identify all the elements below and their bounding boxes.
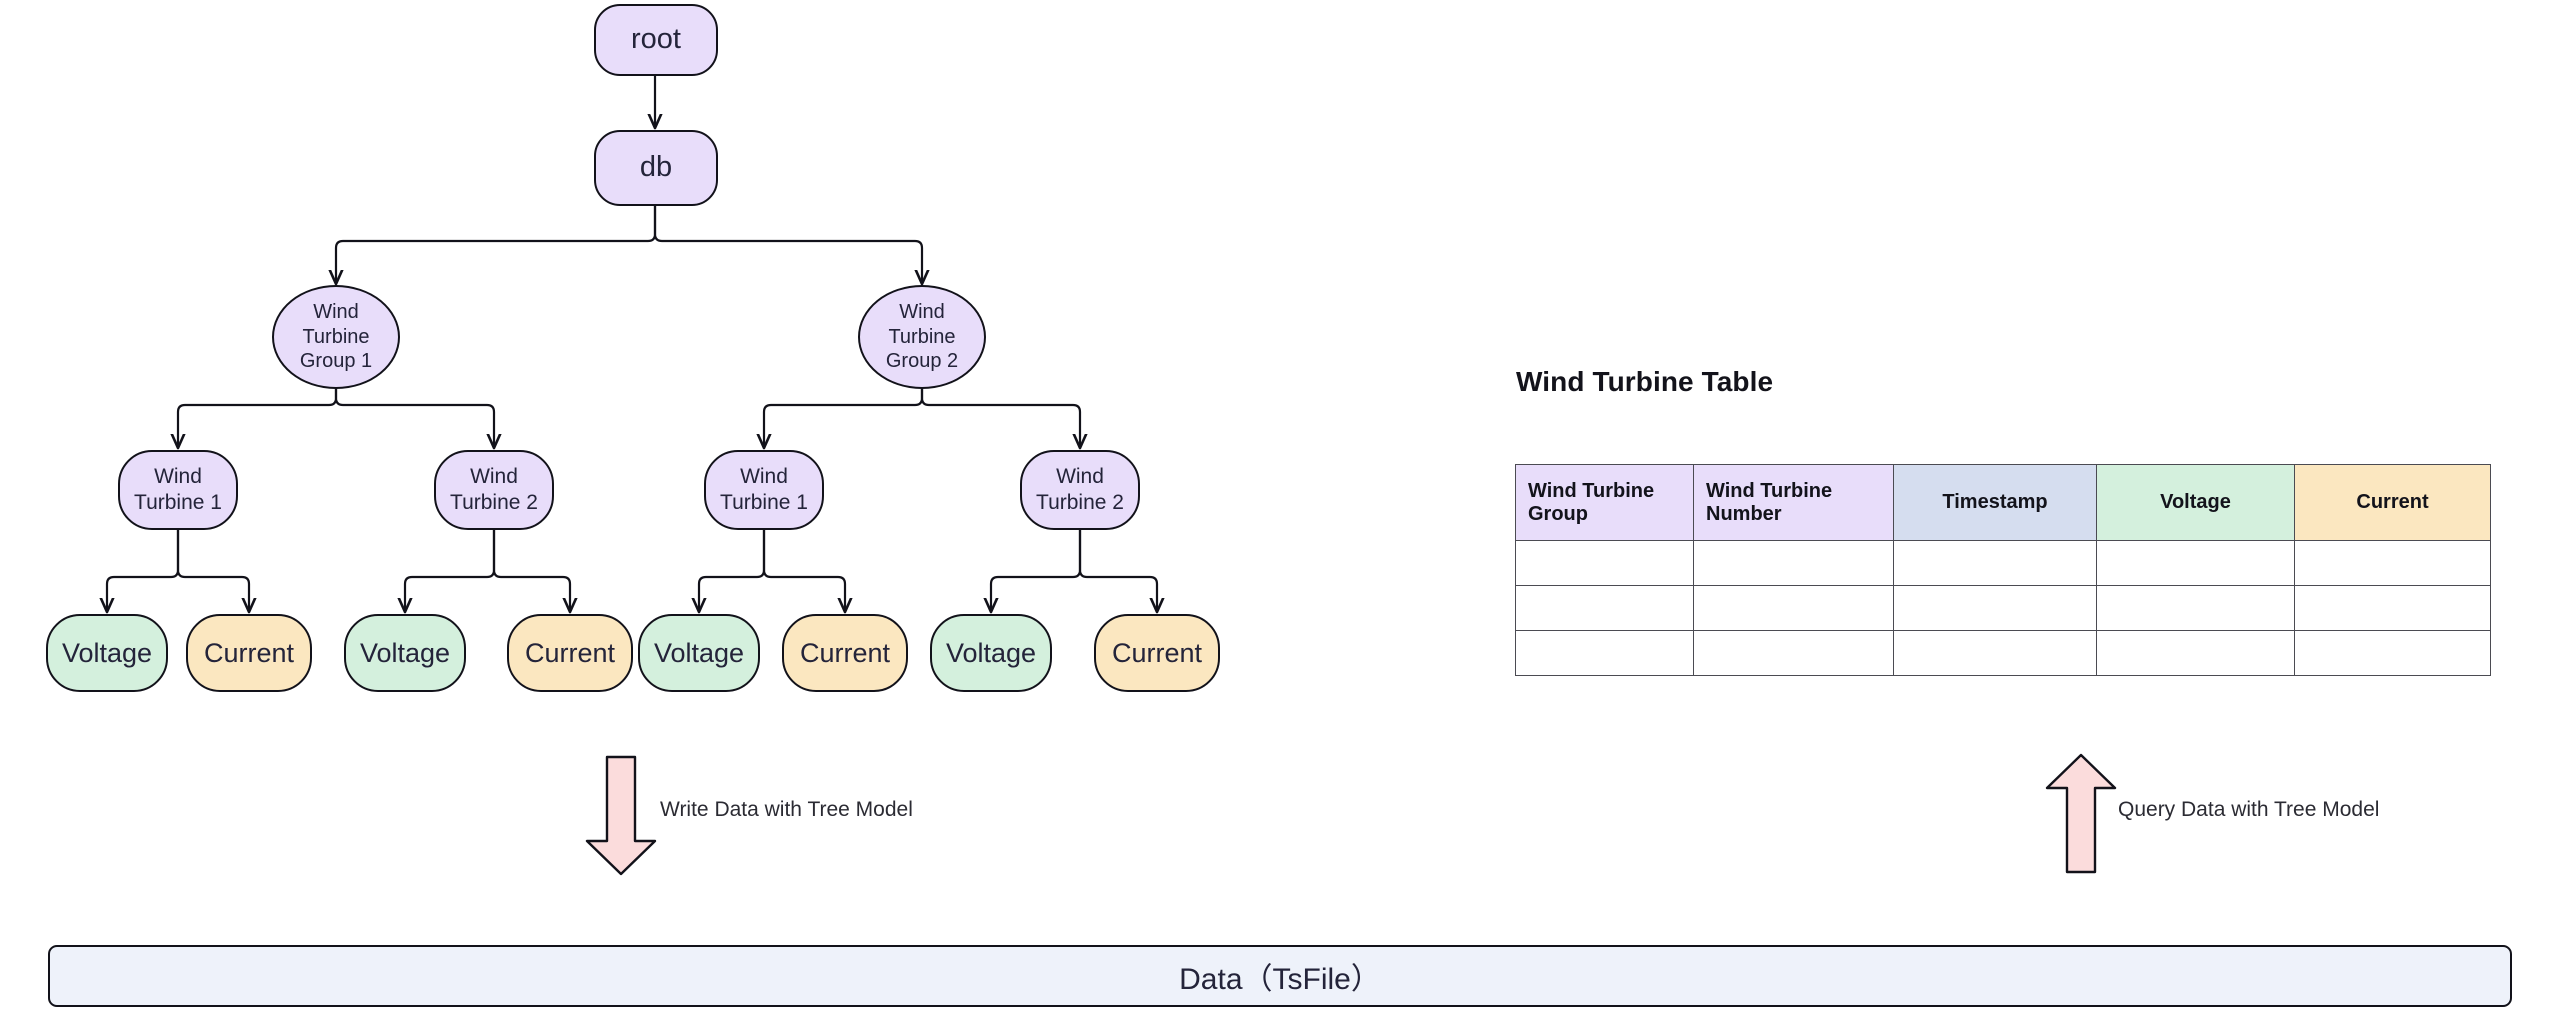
write-data-caption: Write Data with Tree Model [660,798,913,821]
table-cell[interactable] [1515,540,1694,586]
tree-node-current-3[interactable]: Current [782,614,908,692]
query-data-caption: Query Data with Tree Model [2118,798,2380,821]
table-header-row: Wind Turbine Group Wind Turbine Number T… [1515,464,2491,541]
table-cell[interactable] [2294,630,2491,676]
table-cell[interactable] [1693,540,1894,586]
table-header-wind-turbine-number[interactable]: Wind Turbine Number [1693,464,1894,541]
tree-node-voltage-3[interactable]: Voltage [638,614,760,692]
table-cell[interactable] [1893,630,2097,676]
tree-node-turbine-g2-1[interactable]: Wind Turbine 1 [704,450,824,530]
table-row[interactable] [1515,630,2491,676]
tree-node-voltage-1[interactable]: Voltage [46,614,168,692]
table-header-wind-turbine-group[interactable]: Wind Turbine Group [1515,464,1694,541]
tree-node-current-1[interactable]: Current [186,614,312,692]
table-cell[interactable] [1893,585,2097,631]
data-tsfile-bar[interactable]: Data（TsFile） [48,945,2512,1007]
table-cell[interactable] [2096,585,2295,631]
tree-node-db[interactable]: db [594,130,718,206]
table-title: Wind Turbine Table [1516,366,1774,397]
table-header-current[interactable]: Current [2294,464,2491,541]
tree-node-current-4[interactable]: Current [1094,614,1220,692]
table-cell[interactable] [1515,630,1694,676]
table-cell[interactable] [1693,585,1894,631]
wind-turbine-table: Wind Turbine Group Wind Turbine Number T… [1515,464,2491,676]
tree-node-wind-turbine-group-2[interactable]: Wind Turbine Group 2 [858,285,986,389]
table-cell[interactable] [2294,585,2491,631]
table-row[interactable] [1515,540,2491,586]
tree-node-turbine-g1-2[interactable]: Wind Turbine 2 [434,450,554,530]
tree-node-wind-turbine-group-1[interactable]: Wind Turbine Group 1 [272,285,400,389]
query-data-arrow-up-icon [2045,753,2117,874]
tree-node-current-2[interactable]: Current [507,614,633,692]
table-header-timestamp[interactable]: Timestamp [1893,464,2097,541]
table-cell[interactable] [1693,630,1894,676]
table-header-voltage[interactable]: Voltage [2096,464,2295,541]
tree-node-turbine-g1-1[interactable]: Wind Turbine 1 [118,450,238,530]
table-cell[interactable] [2294,540,2491,586]
table-row[interactable] [1515,585,2491,631]
table-cell[interactable] [2096,540,2295,586]
tree-node-turbine-g2-2[interactable]: Wind Turbine 2 [1020,450,1140,530]
tree-node-root[interactable]: root [594,4,718,76]
write-data-arrow-down-icon [585,755,657,876]
tree-node-voltage-2[interactable]: Voltage [344,614,466,692]
table-cell[interactable] [1515,585,1694,631]
table-cell[interactable] [1893,540,2097,586]
table-cell[interactable] [2096,630,2295,676]
tree-node-voltage-4[interactable]: Voltage [930,614,1052,692]
